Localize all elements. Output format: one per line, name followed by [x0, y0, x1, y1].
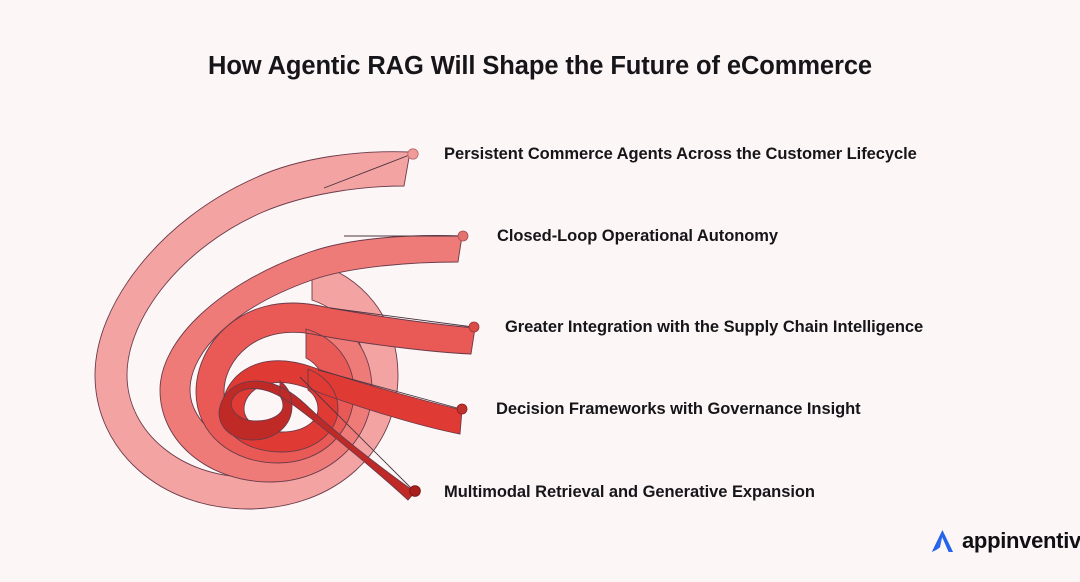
leader-line-3: [329, 307, 474, 328]
leader-lines: [299, 153, 474, 492]
leader-line-4: [317, 369, 462, 410]
spiral-band-5: [218, 380, 416, 501]
spiral-band-4: [221, 360, 463, 453]
spiral-bands: [94, 151, 476, 510]
leader-dot-4: [456, 403, 468, 415]
leader-dot-2: [457, 230, 469, 242]
item-label-1: Persistent Commerce Agents Across the Cu…: [444, 145, 917, 163]
item-label-2: Closed-Loop Operational Autonomy: [497, 227, 779, 245]
leader-dot-3: [468, 321, 480, 333]
item-label-5: Multimodal Retrieval and Generative Expa…: [444, 483, 815, 501]
item-label-3: Greater Integration with the Supply Chai…: [505, 318, 924, 336]
appinventiv-logo-mark: [931, 529, 954, 553]
appinventiv-logo: appinventiv: [925, 524, 1080, 558]
leader-dot-1: [407, 148, 419, 160]
page-title: How Agentic RAG Will Shape the Future of…: [208, 52, 872, 80]
leader-dots: [407, 148, 480, 497]
leader-dot-5: [409, 485, 421, 497]
appinventiv-logo-text: appinventiv: [962, 528, 1080, 553]
item-label-4: Decision Frameworks with Governance Insi…: [496, 400, 861, 418]
leader-line-5: [299, 376, 415, 492]
leader-line-1: [323, 153, 413, 189]
